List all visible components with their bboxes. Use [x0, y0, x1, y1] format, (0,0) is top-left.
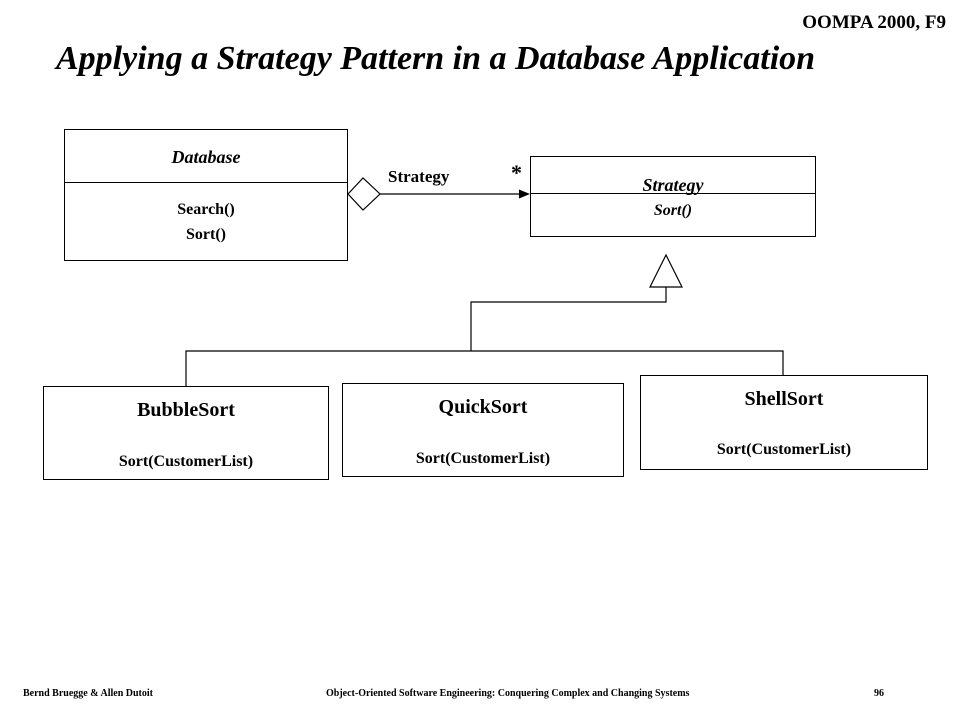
shellsort-class-name: ShellSort: [744, 388, 824, 410]
footer-page-number: 96: [874, 688, 884, 699]
inheritance-line: [470, 287, 667, 351]
aggregation-diamond: [347, 177, 381, 211]
association-multiplicity: *: [511, 160, 522, 185]
inheritance-branch: [185, 350, 784, 386]
bubblesort-operation: Sort(CustomerList): [118, 453, 254, 470]
association-arrowhead: [519, 189, 530, 199]
quicksort-class-name: QuickSort: [438, 396, 528, 418]
shellsort-operation: Sort(CustomerList): [716, 441, 852, 458]
database-operation-search: Search(): [177, 201, 235, 218]
database-class-divider: [65, 182, 347, 183]
bubblesort-class: BubbleSort Sort(CustomerList): [43, 386, 329, 480]
footer-authors: Bernd Bruegge & Allen Dutoit: [23, 688, 153, 699]
slide-title: Applying a Strategy Pattern in a Databas…: [56, 40, 816, 77]
quicksort-operation: Sort(CustomerList): [415, 450, 551, 467]
shellsort-class: ShellSort Sort(CustomerList): [640, 375, 928, 470]
strategy-class-name: Strategy: [642, 175, 704, 195]
quicksort-class: QuickSort Sort(CustomerList): [342, 383, 624, 477]
inheritance-triangle: [649, 253, 683, 288]
database-class-name: Database: [171, 147, 241, 167]
strategy-class-divider: [531, 193, 815, 194]
database-operation-sort: Sort(): [186, 226, 226, 243]
strategy-operation-sort: Sort(): [653, 202, 693, 219]
footer-book-title: Object-Oriented Software Engineering: Co…: [326, 688, 690, 699]
strategy-class: Strategy Sort(): [530, 156, 816, 237]
association-role-label: Strategy: [388, 167, 450, 186]
bubblesort-class-name: BubbleSort: [137, 399, 235, 421]
database-class: Database Search() Sort(): [64, 129, 348, 261]
course-label: OOMPA 2000, F9: [802, 12, 946, 33]
